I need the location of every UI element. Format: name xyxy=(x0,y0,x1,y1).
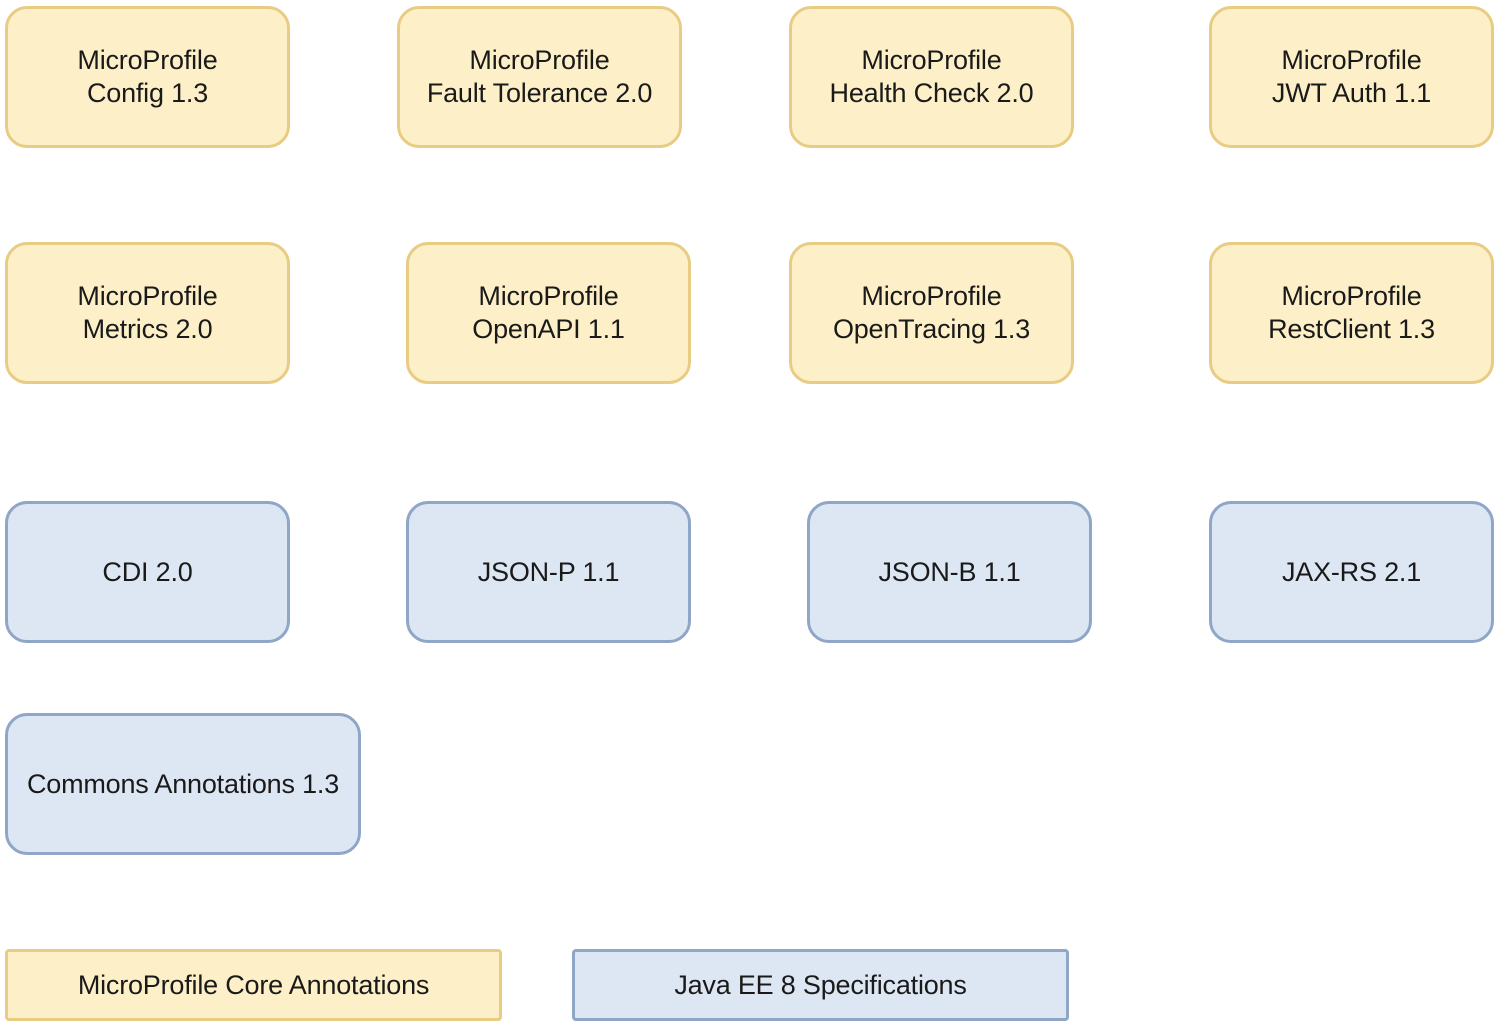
legend-label: MicroProfile Core Annotations xyxy=(77,969,430,1000)
box-label-line2: Fault Tolerance 2.0 xyxy=(426,78,653,108)
legend-label: Java EE 8 Specifications xyxy=(674,969,967,1000)
box-label-line1: MicroProfile xyxy=(1281,281,1422,311)
javaee-jaxrs-box: JAX-RS 2.1 xyxy=(1209,501,1494,643)
box-label: Commons Annotations 1.3 xyxy=(26,768,340,799)
box-label-line2: OpenTracing 1.3 xyxy=(832,314,1031,344)
box-label-line1: MicroProfile xyxy=(861,45,1002,75)
javaee-cdi-box: CDI 2.0 xyxy=(5,501,290,643)
box-label-line1: MicroProfile xyxy=(1281,45,1422,75)
microprofile-openapi-box: MicroProfile OpenAPI 1.1 xyxy=(406,242,691,384)
legend-microprofile: MicroProfile Core Annotations xyxy=(5,949,502,1021)
javaee-jsonb-box: JSON-B 1.1 xyxy=(807,501,1092,643)
box-label-line2: Metrics 2.0 xyxy=(82,314,213,344)
box-label-line2: JWT Auth 1.1 xyxy=(1271,78,1432,108)
box-label: JAX-RS 2.1 xyxy=(1281,556,1422,587)
microprofile-metrics-box: MicroProfile Metrics 2.0 xyxy=(5,242,290,384)
microprofile-opentracing-box: MicroProfile OpenTracing 1.3 xyxy=(789,242,1074,384)
box-label: CDI 2.0 xyxy=(102,556,193,587)
microprofile-health-check-box: MicroProfile Health Check 2.0 xyxy=(789,6,1074,148)
box-label-line2: Config 1.3 xyxy=(86,78,209,108)
box-label-line2: Health Check 2.0 xyxy=(829,78,1034,108)
box-label-line2: RestClient 1.3 xyxy=(1268,314,1435,344)
box-label-line1: MicroProfile xyxy=(469,45,610,75)
microprofile-config-box: MicroProfile Config 1.3 xyxy=(5,6,290,148)
box-label: JSON-B 1.1 xyxy=(878,556,1021,587)
javaee-commons-annotations-box: Commons Annotations 1.3 xyxy=(5,713,361,855)
box-label-line1: MicroProfile xyxy=(478,281,619,311)
box-label-line1: MicroProfile xyxy=(861,281,1002,311)
microprofile-fault-tolerance-box: MicroProfile Fault Tolerance 2.0 xyxy=(397,6,682,148)
legend-javaee: Java EE 8 Specifications xyxy=(572,949,1069,1021)
box-label-line1: MicroProfile xyxy=(77,281,218,311)
javaee-jsonp-box: JSON-P 1.1 xyxy=(406,501,691,643)
box-label-line1: MicroProfile xyxy=(77,45,218,75)
box-label: JSON-P 1.1 xyxy=(477,556,620,587)
microprofile-jwt-auth-box: MicroProfile JWT Auth 1.1 xyxy=(1209,6,1494,148)
microprofile-restclient-box: MicroProfile RestClient 1.3 xyxy=(1209,242,1494,384)
box-label-line2: OpenAPI 1.1 xyxy=(472,314,625,344)
